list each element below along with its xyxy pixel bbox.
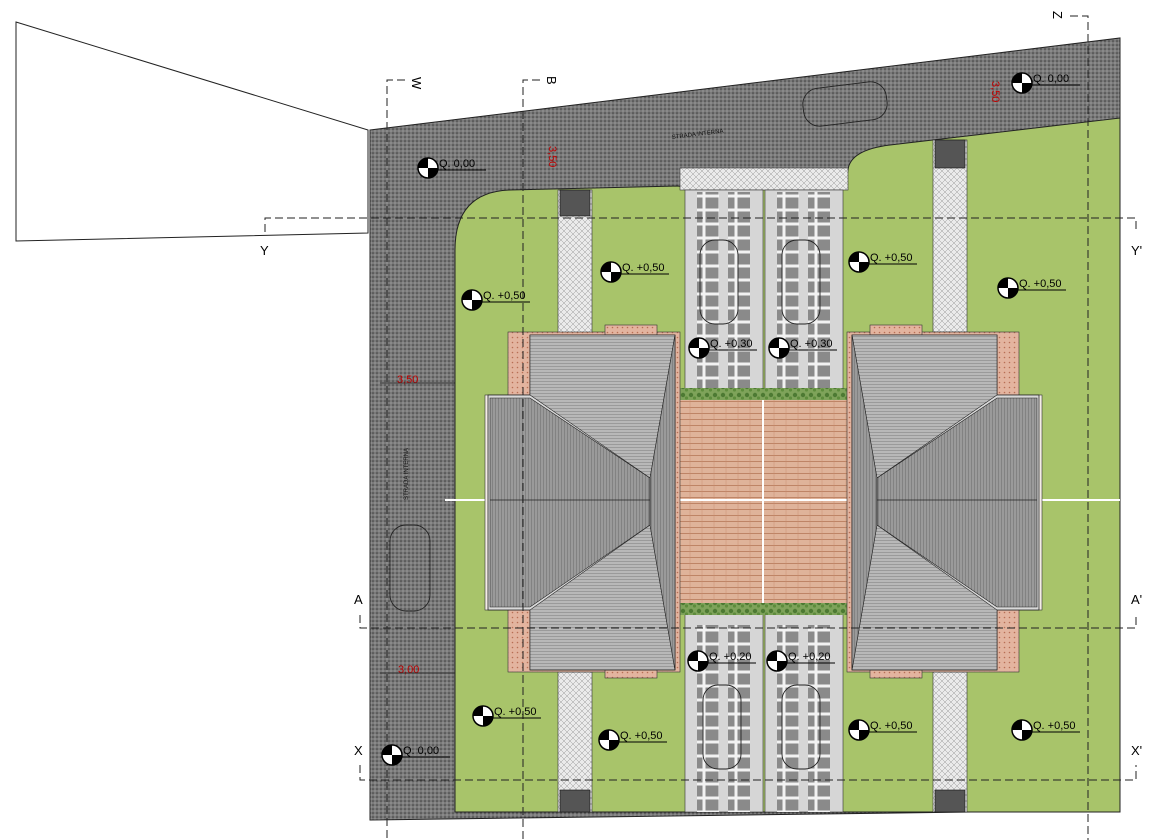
level-marker-icon: Q. +0,50 — [600, 261, 669, 283]
level-marker-icon: Q. +0,50 — [997, 277, 1066, 299]
road-label-left: STRADA INTERNA — [404, 448, 410, 500]
section-mark-y-left: Y — [260, 243, 269, 258]
wheel-track — [808, 192, 830, 390]
dimension-left-setback: 3,00 — [398, 664, 419, 676]
level-label: Q. +0,50 — [1033, 720, 1076, 732]
parking-n-right — [764, 189, 844, 391]
level-marker-icon: Q. +0,20 — [766, 650, 835, 672]
wheel-track — [777, 625, 799, 812]
section-line-z — [1070, 15, 1089, 840]
path-se — [932, 671, 968, 813]
level-label: Q. +0,20 — [788, 651, 831, 663]
parking-s-left — [684, 611, 764, 813]
car-icon — [802, 81, 888, 127]
section-line-y — [264, 217, 1137, 232]
entrance-apron — [679, 167, 849, 191]
house-east — [846, 324, 1043, 679]
level-label: Q. +0,50 — [1019, 278, 1062, 290]
level-marker-icon: Q. +0,50 — [848, 719, 917, 741]
level-marker-icon: Q. +0,30 — [768, 337, 837, 359]
wheel-track — [808, 625, 830, 812]
level-label: Q. +0,30 — [790, 338, 833, 350]
level-label: Q. 0,00 — [403, 745, 439, 757]
hedge-icon — [678, 388, 848, 400]
level-label: Q. +0,50 — [620, 730, 663, 742]
section-line-x — [359, 765, 1137, 781]
level-marker-icon: Q. 0,00 — [417, 157, 486, 179]
section-mark-b: B — [544, 76, 559, 85]
level-label: Q. +0,50 — [494, 706, 537, 718]
wheel-track — [697, 625, 719, 812]
level-marker-icon: Q. +0,30 — [688, 337, 757, 359]
hedge-icon — [678, 603, 848, 615]
section-mark-x-right: X' — [1131, 743, 1142, 758]
level-marker-icon: Q. 0,00 — [1011, 72, 1080, 94]
section-mark-a-right: A' — [1131, 592, 1142, 607]
level-label: Q. +0,50 — [870, 252, 913, 264]
level-label: Q. 0,00 — [1033, 73, 1069, 85]
level-marker-icon: Q. +0,20 — [687, 650, 756, 672]
level-marker-icon: Q. +0,50 — [848, 251, 917, 273]
wheel-track — [777, 192, 799, 390]
gate-se — [934, 789, 966, 813]
dimension-left-road: 3,50 — [397, 374, 418, 386]
neighbour-parcel — [15, 21, 369, 242]
level-label: Q. +0,30 — [710, 338, 753, 350]
gate-ne — [934, 139, 966, 169]
car-icon — [781, 239, 821, 325]
level-label: Q. +0,50 — [483, 290, 526, 302]
path-ne — [932, 139, 968, 333]
level-label: Q. 0,00 — [439, 158, 475, 170]
car-icon — [389, 524, 431, 612]
gate-sw — [559, 789, 591, 813]
level-label: Q. +0,20 — [709, 651, 752, 663]
level-marker-icon: Q. +0,50 — [598, 729, 667, 751]
house-west — [484, 324, 681, 679]
section-line-b — [522, 79, 540, 840]
dimension-right-road: 3,50 — [989, 81, 1001, 102]
level-label: Q. +0,50 — [622, 262, 665, 274]
section-mark-y-right: Y' — [1131, 243, 1142, 258]
car-icon — [781, 684, 821, 770]
car-icon — [702, 684, 742, 770]
section-mark-w: W — [409, 77, 424, 90]
wheel-track — [728, 192, 750, 390]
gate-nw — [559, 189, 591, 217]
section-mark-z: Z — [1050, 11, 1065, 19]
level-marker-icon: Q. +0,50 — [461, 289, 530, 311]
dimension-top-road: 3,50 — [546, 146, 558, 167]
parking-s-right — [764, 611, 844, 813]
level-label: Q. +0,50 — [870, 720, 913, 732]
level-marker-icon: Q. +0,50 — [1011, 719, 1080, 741]
section-mark-x-left: X — [354, 743, 363, 758]
level-marker-icon: Q. 0,00 — [381, 744, 450, 766]
level-markers: Q. 0,00 Q. 0,00 Q. 0,00 Q. +0,50 Q. +0,50 Q. … — [381, 72, 1080, 766]
section-mark-a-left: A — [354, 592, 363, 607]
wheel-track — [728, 625, 750, 812]
level-marker-icon: Q. +0,50 — [472, 705, 541, 727]
parking-n-left — [684, 189, 764, 391]
section-line-w — [386, 79, 405, 840]
section-line-a — [359, 615, 1137, 629]
car-icon — [699, 239, 739, 325]
